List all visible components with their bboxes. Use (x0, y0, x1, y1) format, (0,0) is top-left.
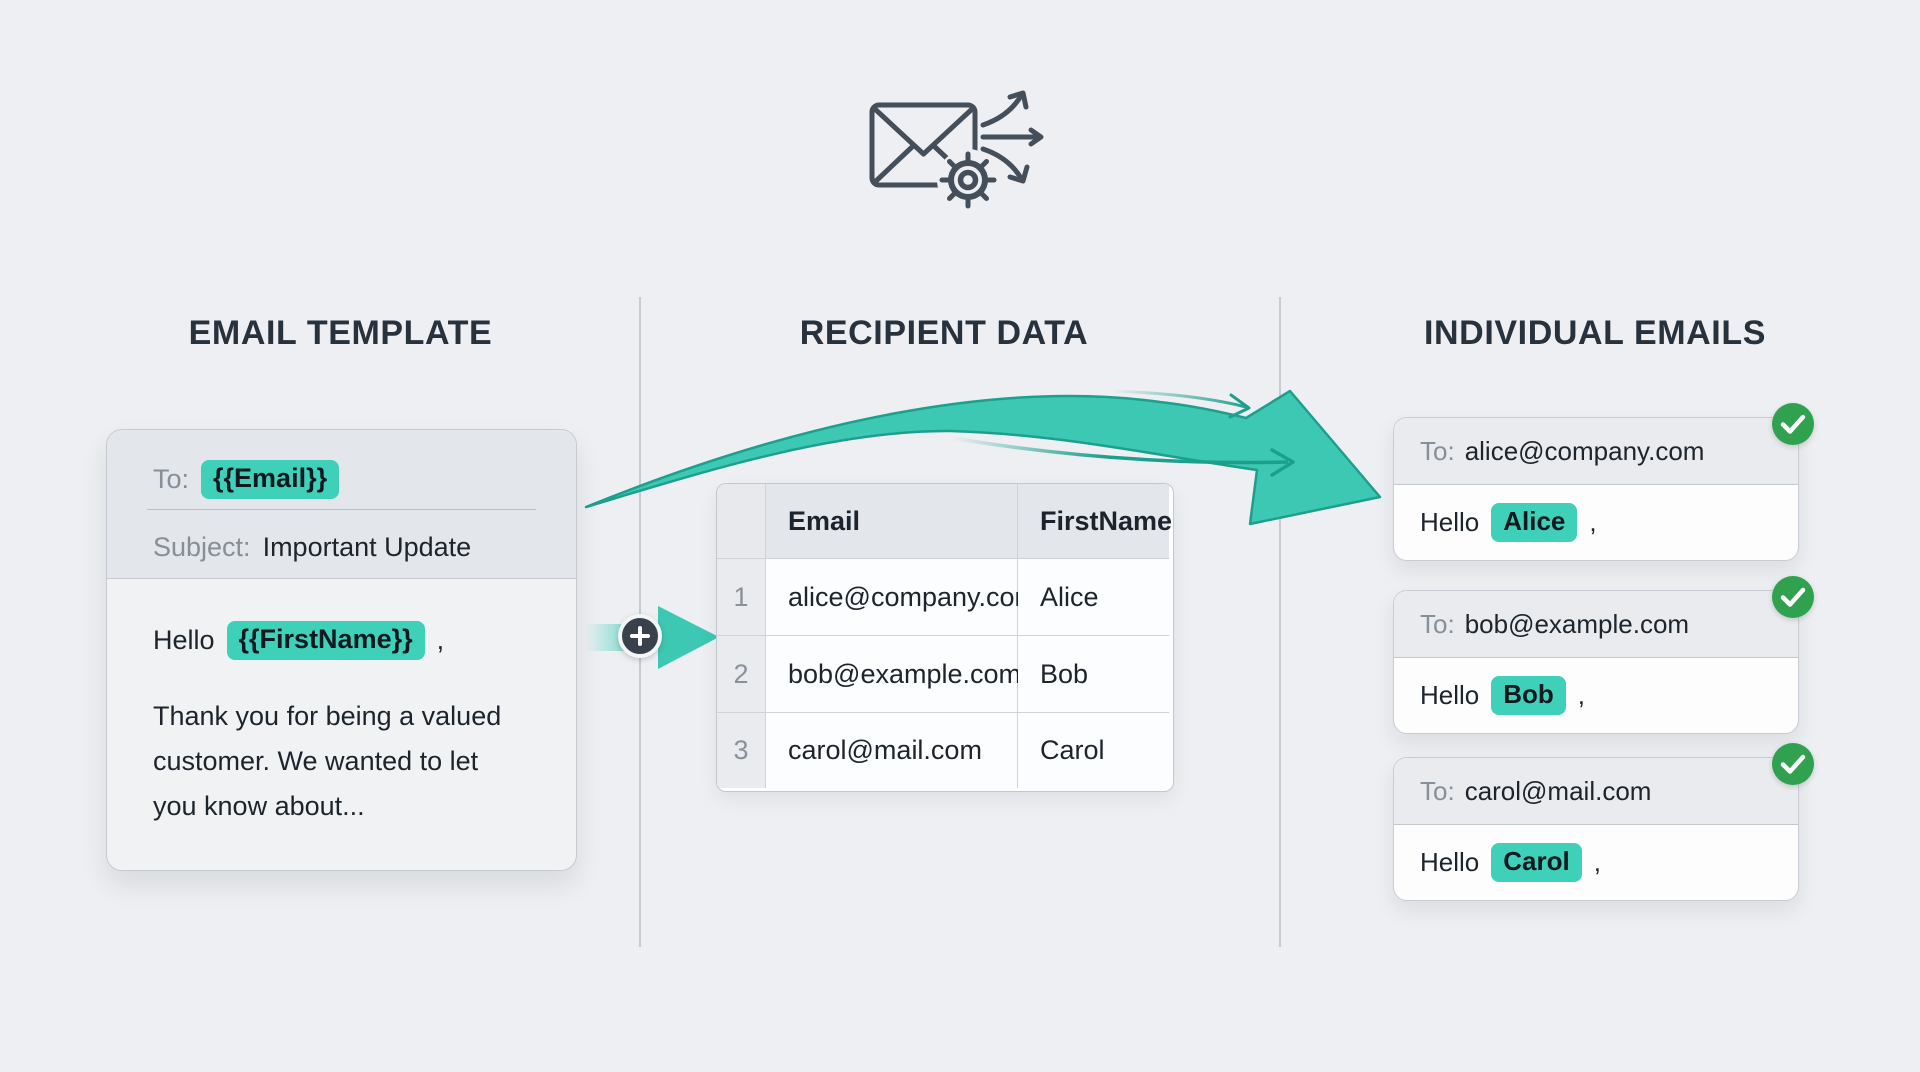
sent-badge (1772, 743, 1814, 785)
to-label: To: (1420, 775, 1455, 806)
recipient-table: Email FirstName 1 alice@company.com Alic… (716, 483, 1174, 792)
merged-firstname-chip: Bob (1491, 675, 1566, 715)
to-label: To: (1420, 435, 1455, 466)
to-address: carol@mail.com (1464, 775, 1652, 806)
template-card-header: To: {{Email}} Subject: Important Update (107, 430, 576, 579)
row-number: 3 (717, 713, 766, 788)
subject-value: Important Update (262, 531, 472, 562)
individual-email-card: To: carol@mail.com Hello Carol , (1393, 743, 1814, 901)
merged-firstname-chip: Alice (1491, 502, 1578, 542)
data-section-title: RECIPIENT DATA (799, 314, 1089, 352)
greeting-punctuation: , (436, 625, 445, 655)
email-cell: bob@example.com (766, 636, 1021, 713)
sent-badge (1772, 576, 1814, 618)
to-address: alice@company.com (1464, 435, 1705, 466)
template-section-title: EMAIL TEMPLATE (188, 314, 493, 352)
fan-out-arrows-icon (980, 90, 1044, 184)
greeting-prefix: Hello (1420, 506, 1480, 537)
greeting-prefix: Hello (1420, 679, 1480, 710)
individual-email-card: To: alice@company.com Hello Alice , (1393, 403, 1814, 561)
greeting-punctuation: , (1577, 679, 1586, 710)
firstname-cell: Bob (1018, 636, 1169, 713)
to-label: To: (153, 463, 190, 494)
table-corner-cell (717, 484, 766, 559)
firstname-variable-chip: {{FirstName}} (226, 621, 425, 660)
to-label: To: (1420, 608, 1455, 639)
mail-merge-icon (869, 90, 1044, 211)
check-icon (1780, 414, 1806, 434)
individual-email-card: To: bob@example.com Hello Bob , (1393, 576, 1814, 734)
merge-flow-arrow (584, 389, 1382, 526)
check-icon (1780, 587, 1806, 607)
accent-arrow-lower (951, 436, 1295, 477)
greeting-punctuation: , (1589, 506, 1597, 537)
row-number: 1 (717, 559, 766, 636)
email-cell: carol@mail.com (766, 713, 1018, 788)
envelope-icon (869, 102, 978, 188)
firstname-cell: Carol (1018, 713, 1169, 788)
template-card-body: Hello {{FirstName}} , Thank you for bein… (107, 579, 576, 829)
email-template-card: To: {{Email}} Subject: Important Update … (106, 429, 577, 871)
gear-icon (939, 151, 997, 209)
email-cell: alice@company.com (766, 559, 1037, 636)
check-icon (1780, 754, 1806, 774)
plus-icon (618, 614, 662, 658)
table-header-firstname: FirstName (1018, 484, 1172, 559)
header-divider (147, 509, 536, 510)
subject-label: Subject: (153, 531, 251, 562)
arrow-right-icon (658, 606, 719, 669)
email-variable-chip: {{Email}} (201, 459, 340, 499)
firstname-cell: Alice (1018, 559, 1169, 636)
greeting-prefix: Hello (153, 625, 215, 655)
accent-arrow-upper (1111, 389, 1251, 419)
row-number: 2 (717, 636, 766, 713)
swoosh-arrow-shape (584, 389, 1382, 526)
greeting-prefix: Hello (1420, 846, 1480, 877)
sent-badge (1772, 403, 1814, 445)
table-header-email: Email (766, 484, 1018, 559)
merged-firstname-chip: Carol (1491, 842, 1582, 882)
output-section-title: INDIVIDUAL EMAILS (1423, 314, 1767, 352)
greeting-punctuation: , (1593, 846, 1601, 877)
column-divider-right (1279, 297, 1281, 947)
template-body-text: Thank you for being a valued customer. W… (153, 701, 502, 821)
to-address: bob@example.com (1464, 608, 1690, 639)
